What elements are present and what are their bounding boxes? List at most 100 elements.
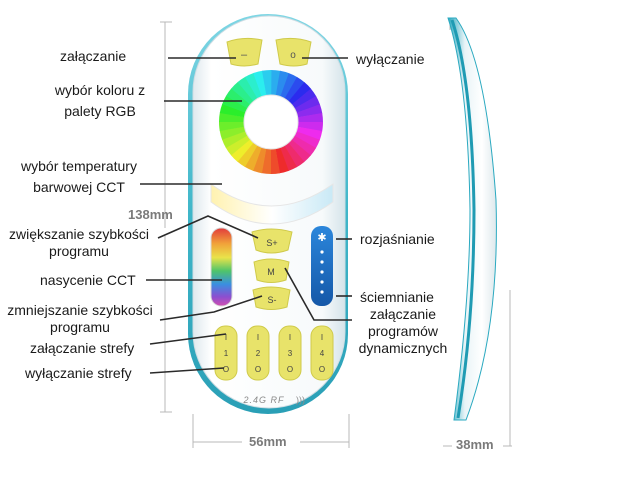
label-cct: wybór temperatury barwowej CCT (4, 158, 154, 196)
label-speed-up: zwiększanie szybkości programu (0, 226, 158, 260)
rgb-wheel-segment (244, 145, 262, 171)
label-saturation: nasycenie CCT (40, 272, 136, 288)
power-on-key[interactable]: – (226, 37, 263, 67)
zone-off-mark: O (319, 365, 325, 374)
label-speed-down: zmniejszanie szybkości programu (0, 302, 160, 336)
rgb-wheel-segment (225, 88, 251, 109)
zone-key-body (278, 325, 302, 381)
rgb-wheel-segment (261, 70, 272, 96)
rgb-wheel-segment (252, 147, 267, 174)
rf-signal-icon: ))) (296, 395, 305, 405)
rgb-wheel-segment (270, 148, 281, 174)
rgb-wheel-segment (261, 148, 271, 174)
rgb-wheel-segment (245, 72, 262, 99)
zone-on-mark: I (289, 333, 291, 342)
zone-off-mark: O (287, 365, 293, 374)
zone-on-mark: I (257, 333, 259, 342)
rgb-wheel-segment (291, 135, 317, 156)
label-zone-off: wyłączanie strefy (25, 365, 132, 381)
rgb-wheel-segment (280, 145, 297, 172)
rgb-wheel-segment (284, 142, 305, 168)
zone-number: 3 (288, 349, 293, 358)
zone-key-4[interactable]: I 4O (310, 325, 334, 381)
power-off-key-label: o (290, 50, 296, 61)
label-programs-line2: programów (367, 323, 439, 339)
rgb-wheel-segment (219, 103, 246, 118)
rgb-wheel-segment (230, 139, 254, 162)
dimension-height: 138mm (128, 207, 173, 222)
rgb-wheel-segment (222, 95, 248, 113)
label-programs-line1: załączanie (369, 306, 437, 322)
label-rgb-line1: wybór koloru z (54, 82, 146, 98)
mode-key[interactable]: M (253, 258, 290, 283)
zone-key-3[interactable]: I 3O (278, 325, 302, 381)
rf-label: 2.4G RF (242, 395, 284, 405)
zone-number: 1 (224, 349, 229, 358)
rgb-wheel-segment (237, 142, 258, 168)
speed-up-key[interactable]: S+ (251, 228, 293, 254)
remote-side-view (447, 17, 497, 421)
rgb-wheel-segment (221, 131, 248, 148)
rgb-wheel-segment (297, 112, 323, 123)
brightness-slider[interactable]: ✱ (311, 226, 333, 306)
rgb-color-wheel[interactable] (219, 70, 323, 174)
rgb-wheel-segment (291, 88, 317, 109)
brightness-sun-icon: ✱ (317, 232, 326, 244)
rgb-wheel-segment (231, 81, 254, 105)
zone-key-body (246, 325, 270, 381)
rgb-wheel-segment (288, 82, 312, 105)
label-speed-down-line1: zmniejszanie szybkości (7, 302, 153, 318)
rgb-wheel-segment (237, 76, 258, 102)
speed-down-key-label: S- (268, 295, 277, 305)
label-cct-line1: wybór temperatury (21, 158, 137, 174)
zone-number: 4 (320, 349, 325, 358)
rgb-wheel-segment (296, 126, 323, 141)
rgb-wheel-segment (288, 139, 311, 163)
zone-key-body (214, 325, 238, 381)
label-programs-line3: dynamicznych (358, 340, 448, 356)
label-zone-on: załączanie strefy (30, 340, 135, 356)
label-power-off: wyłączanie (356, 51, 425, 67)
zone-key-body (310, 325, 334, 381)
zone-on-mark: I (321, 333, 323, 342)
dimension-width: 56mm (249, 434, 287, 449)
rgb-wheel-segment (225, 135, 251, 156)
rgb-wheel-segment (294, 131, 320, 149)
rgb-wheel-center (243, 94, 299, 150)
zone-key-2[interactable]: I 2O (246, 325, 270, 381)
label-speed-down-line2: programu (50, 319, 110, 335)
speed-down-key[interactable]: S- (252, 286, 291, 310)
label-rgb: wybór koloru z palety RGB (40, 82, 160, 120)
label-speed-up-line1: zwiększanie szybkości (8, 226, 150, 242)
saturation-slider[interactable] (210, 227, 233, 307)
rgb-wheel-segment (297, 122, 323, 132)
label-dim: ściemnianie (360, 289, 434, 305)
label-rgb-line2: palety RGB (64, 103, 136, 119)
cct-slider[interactable] (210, 183, 334, 225)
zone-off-mark: O (223, 365, 229, 374)
mode-key-label: M (267, 267, 275, 277)
label-brighten: rozjaśnianie (360, 231, 435, 247)
zone-number: 2 (256, 349, 261, 358)
label-cct-line2: barwowej CCT (33, 179, 125, 195)
rgb-wheel-segment (271, 70, 281, 96)
callout-lines (140, 57, 352, 374)
rgb-wheel-segment (219, 112, 245, 122)
power-off-key[interactable]: o (275, 37, 312, 67)
dimension-depth: 38mm (456, 437, 494, 452)
label-power-on: załączanie (60, 48, 127, 64)
zone-off-mark: O (255, 365, 261, 374)
zone-key-1[interactable]: I 1O (214, 325, 238, 381)
label-speed-up-line2: programu (49, 243, 109, 259)
rgb-wheel-segment (280, 73, 298, 99)
zone-on-mark: I (225, 333, 227, 342)
speed-up-key-label: S+ (266, 238, 277, 248)
zone-keys: I 1O I 2O I 3O I 4O (214, 325, 334, 381)
dimension-guides (160, 20, 512, 448)
rgb-wheel-segment (284, 76, 305, 102)
label-programs: załączanie programów dynamicznych (354, 306, 452, 357)
rgb-wheel-segment (294, 96, 321, 113)
rgb-wheel-segment (219, 121, 245, 132)
power-on-key-label: – (241, 49, 248, 61)
